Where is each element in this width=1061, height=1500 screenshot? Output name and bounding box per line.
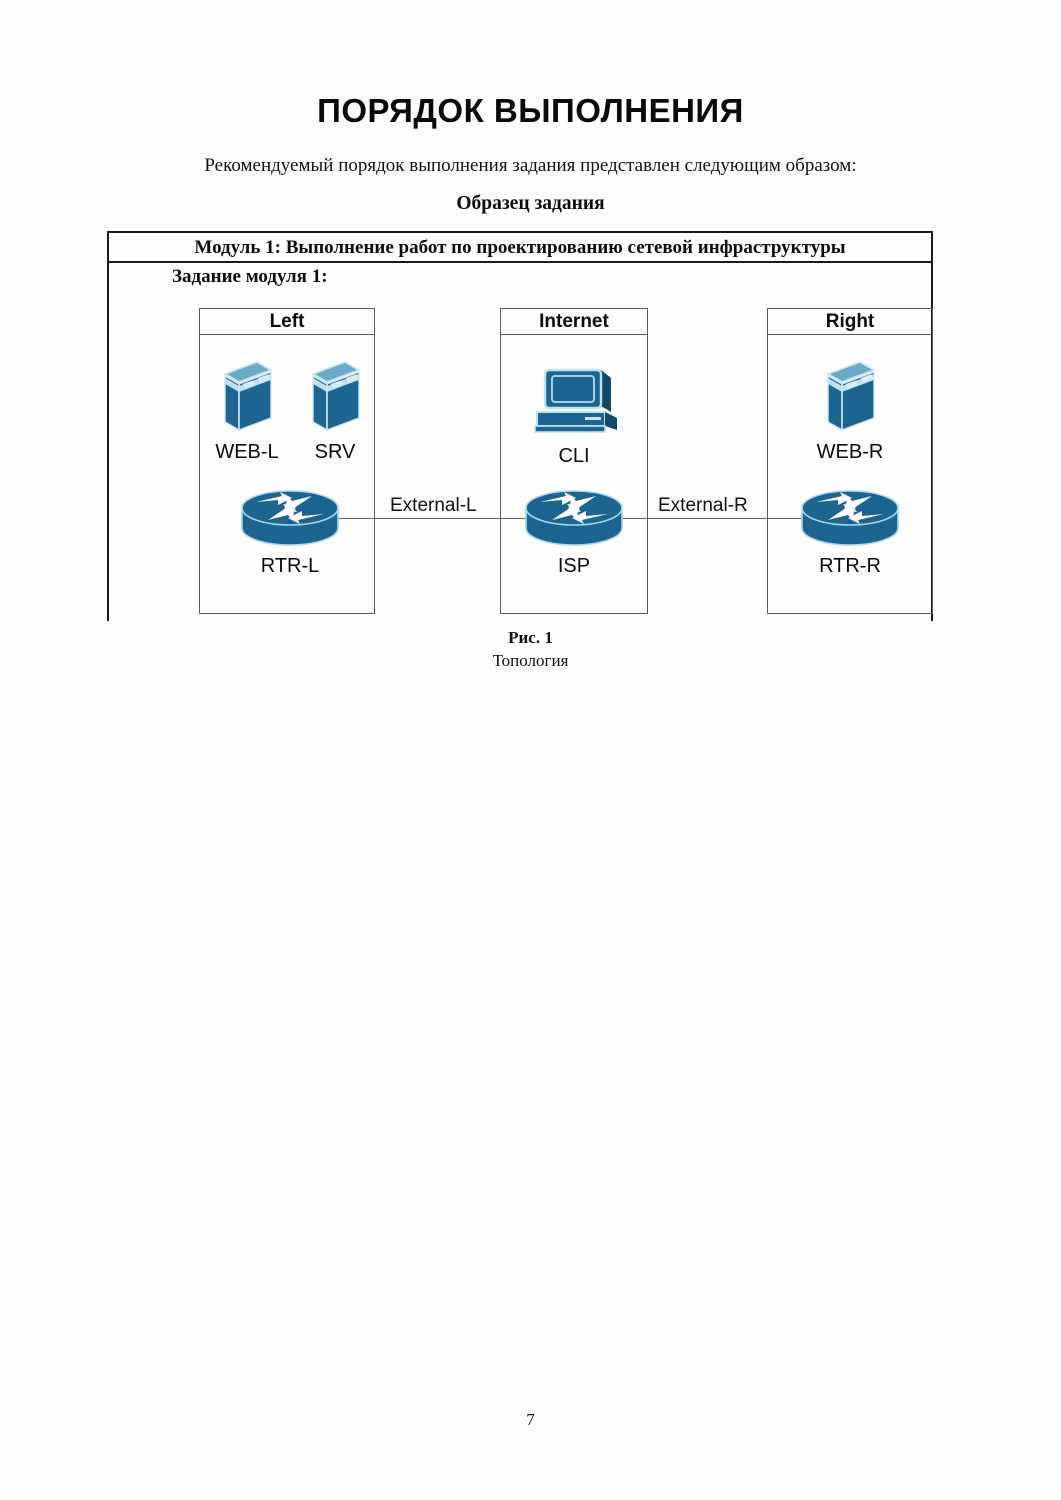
node-rtr-l-label: RTR-L — [260, 555, 320, 577]
zone-right-title: Right — [768, 309, 932, 335]
figure-number: Рис. 1 — [508, 628, 553, 647]
link-external-l-label: External-L — [386, 495, 481, 517]
router-icon — [772, 486, 928, 553]
server-icon — [790, 358, 910, 439]
link-external-r-line — [608, 518, 837, 519]
node-rtr-l: RTR-L — [215, 486, 365, 578]
router-icon — [215, 486, 365, 553]
page-number: 7 — [526, 1410, 535, 1429]
node-cli-label: CLI — [558, 445, 590, 467]
node-cli: CLI — [512, 360, 636, 468]
node-isp-label: ISP — [557, 555, 591, 577]
node-web-r: WEB-R — [790, 358, 910, 464]
node-web-l-label: WEB-L — [215, 441, 279, 463]
node-rtr-r: RTR-R — [772, 486, 928, 578]
node-web-l: WEB-L — [202, 358, 292, 464]
link-external-r-label: External-R — [654, 495, 752, 517]
page-title: ПОРЯДОК ВЫПОЛНЕНИЯ — [317, 92, 744, 129]
node-srv-label: SRV — [314, 441, 356, 463]
zone-internet: Internet — [500, 308, 648, 614]
module-title: Модуль 1: Выполнение работ по проектиров… — [109, 233, 931, 263]
zone-left: Left — [199, 308, 375, 614]
zone-right: Right — [767, 308, 933, 614]
node-srv: SRV — [292, 358, 378, 464]
workstation-icon — [512, 360, 636, 443]
server-icon — [292, 358, 378, 439]
sample-task-label: Образец задания — [456, 193, 605, 214]
server-icon — [202, 358, 292, 439]
zone-internet-title: Internet — [501, 309, 647, 335]
node-web-r-label: WEB-R — [816, 441, 884, 463]
node-rtr-r-label: RTR-R — [819, 555, 881, 577]
figure-caption: Топология — [492, 651, 569, 670]
node-isp: ISP — [500, 486, 648, 578]
link-external-l-line — [336, 518, 536, 519]
router-icon — [500, 486, 648, 553]
module-task-label: Задание модуля 1: — [172, 266, 328, 287]
intro-paragraph: Рекомендуемый порядок выполнения задания… — [204, 155, 857, 176]
zone-left-title: Left — [200, 309, 374, 335]
